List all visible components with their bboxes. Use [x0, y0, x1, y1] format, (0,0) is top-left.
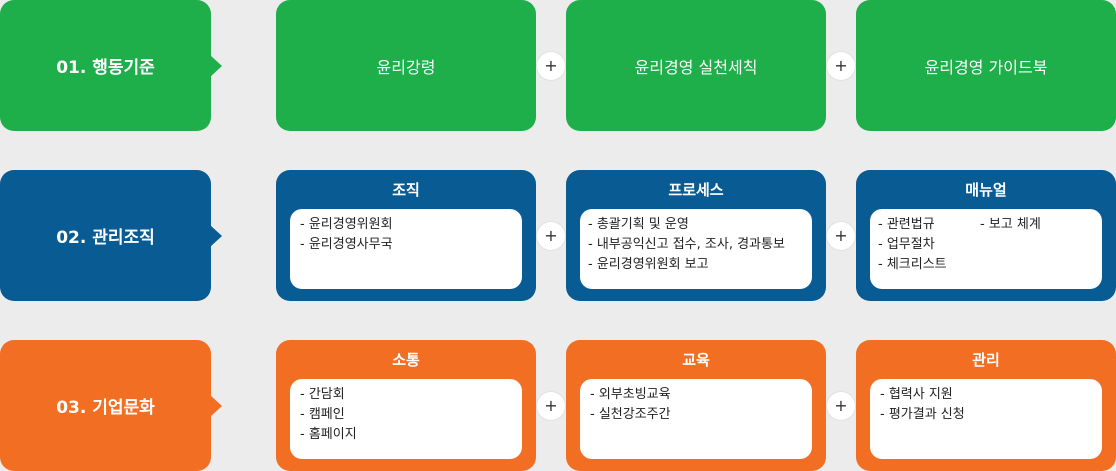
education-box: 교육 - 외부초빙교육 - 실천강조주간 [566, 340, 826, 471]
management-list: - 협력사 지원 - 평가결과 신청 [870, 379, 1102, 459]
organization-box: 조직 - 윤리경영위원회 - 윤리경영사무국 [276, 170, 536, 301]
list-item: - 평가결과 신청 [880, 407, 965, 422]
list-item: - 간담회 [300, 387, 345, 402]
process-list: - 총괄기획 및 운영 - 내부공익신고 접수, 조사, 경과통보 - 윤리경영… [580, 209, 812, 289]
practice-rules-text: 윤리경영 실천세칙 [634, 57, 758, 77]
list-item: - 윤리경영위원회 [300, 217, 393, 232]
guidebook-text: 윤리경영 가이드북 [924, 57, 1048, 77]
manual-box: 매뉴얼 - 관련법규 - 보고 체계 - 업무절차 - 체크리스트 [856, 170, 1116, 301]
plus-icon: + [827, 52, 855, 80]
row1-label: 01. 행동기준 [0, 0, 222, 131]
list-item: - 윤리경영사무국 [300, 237, 393, 252]
code-of-ethics-box: 윤리강령 [276, 0, 536, 131]
manual-title: 매뉴얼 [965, 181, 1007, 199]
row3-label: 03. 기업문화 [0, 340, 222, 471]
communication-box: 소통 - 간담회 - 캠페인 - 홈페이지 [276, 340, 536, 471]
list-item: - 관련법규 [878, 217, 935, 232]
education-list: - 외부초빙교육 - 실천강조주간 [580, 379, 812, 459]
organization-list: - 윤리경영위원회 - 윤리경영사무국 [290, 209, 522, 289]
list-item: - 외부초빙교육 [590, 387, 671, 402]
list-item: - 총괄기획 및 운영 [588, 217, 689, 232]
row3-label-text: 03. 기업문화 [56, 398, 155, 418]
list-item: - 홈페이지 [300, 427, 357, 442]
plus-icon: + [537, 52, 565, 80]
education-title: 교육 [682, 351, 710, 369]
manual-list: - 관련법규 - 보고 체계 - 업무절차 - 체크리스트 [870, 209, 1102, 289]
communication-list: - 간담회 - 캠페인 - 홈페이지 [290, 379, 522, 459]
plus-icon: + [827, 392, 855, 420]
guidebook-box: 윤리경영 가이드북 [856, 0, 1116, 131]
row2-label: 02. 관리조직 [0, 170, 222, 301]
code-of-ethics-text: 윤리강령 [376, 57, 436, 77]
list-item: - 내부공익신고 접수, 조사, 경과통보 [588, 237, 785, 252]
plus-icon: + [537, 222, 565, 250]
row1-label-text: 01. 행동기준 [56, 58, 155, 78]
row2-label-text: 02. 관리조직 [56, 228, 155, 248]
list-item: - 체크리스트 [878, 257, 947, 272]
list-item: - 캠페인 [300, 407, 345, 422]
organization-title: 조직 [392, 181, 420, 199]
management-title: 관리 [972, 351, 1000, 369]
list-item: - 협력사 지원 [880, 387, 953, 402]
process-box: 프로세스 - 총괄기획 및 운영 - 내부공익신고 접수, 조사, 경과통보 -… [566, 170, 826, 301]
management-box: 관리 - 협력사 지원 - 평가결과 신청 [856, 340, 1116, 471]
process-title: 프로세스 [668, 181, 724, 199]
list-item: - 업무절차 [878, 237, 935, 252]
communication-title: 소통 [392, 351, 420, 369]
practice-rules-box: 윤리경영 실천세칙 [566, 0, 826, 131]
list-item: - 보고 체계 [980, 217, 1041, 232]
plus-icon: + [537, 392, 565, 420]
list-item: - 실천강조주간 [590, 407, 671, 422]
list-item: - 윤리경영위원회 보고 [588, 257, 709, 272]
plus-icon: + [827, 222, 855, 250]
